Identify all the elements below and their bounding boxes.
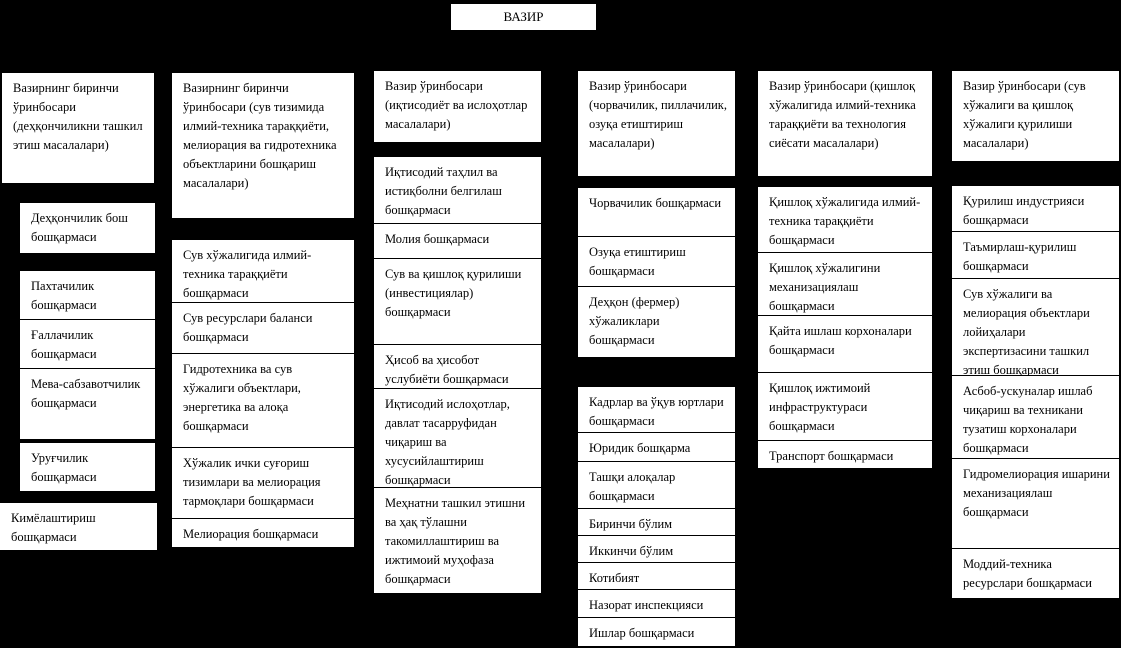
deputy-header-water-systems: Вазирнинг биринчи ўринбосари (сув тизими… [172, 73, 354, 218]
dept-box-water-science: Сув хўжалигида илмий-техника тараққиёти … [172, 240, 354, 302]
dept-box-material-resources: Моддий-техника ресурслари бошқармаси [952, 549, 1119, 598]
dept-box-processing: Қайта ишлаш корхоналари бошқармаси [758, 316, 932, 372]
dept-box-first-division: Биринчи бўлим [578, 509, 735, 535]
dept-box-mechanization: Қишлоқ хўжалигини механизациялаш бошқарм… [758, 253, 932, 315]
dept-box-personnel: Кадрлар ва ўқув юртлари бошқармаси [578, 387, 735, 432]
dept-box-rural-infrastructure: Қишлоқ ижтимоий инфраструктураси бошқарм… [758, 373, 932, 440]
dept-box-construction-industry: Қурилиш индустрияси бошқармаси [952, 186, 1119, 231]
dept-box-livestock: Чорвачилик бошқармаси [578, 188, 735, 236]
dept-box-investments: Сув ва қишлоқ қурилиши (инвестициялар) б… [374, 259, 541, 344]
dept-box-expertise: Сув хўжалиги ва мелиорация объектлари ло… [952, 279, 1119, 377]
dept-box-crop-main: Деҳқончилик бош бошқармаси [20, 203, 155, 253]
dept-box-secretariat: Котибият [578, 563, 735, 589]
dept-box-agri-science: Қишлоқ хўжалигида илмий-техника тараққиё… [758, 187, 932, 252]
dept-box-fruit-vegetable: Мева-сабзавотчилик бошқармаси [20, 369, 155, 439]
dept-box-transport: Транспорт бошқармаси [758, 441, 932, 468]
dept-box-economic-analysis: Иқтисодий таҳлил ва истиқболни белгилаш … [374, 157, 541, 223]
dept-box-labor-social: Меҳнатни ташкил этишни ва ҳақ тўлашни та… [374, 488, 541, 593]
dept-box-finance: Молия бошқармаси [374, 224, 541, 258]
dept-box-accounting: Ҳисоб ва ҳисобот услубиёти бошқармаси [374, 345, 541, 388]
dept-box-privatization: Иқтисодий ислоҳотлар, давлат тасарруфида… [374, 389, 541, 487]
dept-box-farmer: Деҳқон (фермер) хўжаликлари бошқармаси [578, 287, 735, 357]
dept-box-hydromelioration-mech: Гидромелиорация ишарини механизациялаш б… [952, 459, 1119, 548]
dept-box-second-division: Иккинчи бўлим [578, 536, 735, 562]
deputy-header-economy: Вазир ўринбосари (иқтисодиёт ва ислоҳотл… [374, 71, 541, 142]
dept-box-affairs: Ишлар бошқармаси [578, 618, 735, 646]
dept-box-melioration: Мелиорация бошқармаси [172, 519, 354, 547]
deputy-header-crop-farming: Вазирнинг биринчи ўринбосари (деҳқончили… [2, 73, 154, 183]
dept-box-irrigation-networks: Хўжалик ички суғориш тизимлари ва мелиор… [172, 448, 354, 518]
dept-box-repair-construction: Таъмирлаш-қурилиш бошқармаси [952, 232, 1119, 278]
minister-box: ВАЗИР [450, 3, 597, 31]
dept-box-water-balance: Сув ресурслари баланси бошқармаси [172, 303, 354, 353]
dept-box-control-inspection: Назорат инспекцияси [578, 590, 735, 617]
dept-box-fodder: Озуқа етиштириш бошқармаси [578, 237, 735, 286]
dept-box-grain: Ғаллачилик бошқармаси [20, 320, 155, 368]
deputy-header-livestock: Вазир ўринбосари (чорвачилик, пиллачилик… [578, 71, 735, 176]
deputy-header-agri-science: Вазир ўринбосари (қишлоқ хўжалигида илми… [758, 71, 932, 176]
dept-box-chemicalization: Кимёлаштириш бошқармаси [0, 503, 157, 550]
deputy-header-construction: Вазир ўринбосари (сув хўжалиги ва қишлоқ… [952, 71, 1119, 161]
dept-box-cotton: Пахтачилик бошқармаси [20, 271, 155, 319]
dept-box-seed: Уруғчилик бошқармаси [20, 443, 155, 491]
dept-box-hydrotechnics: Гидротехника ва сув хўжалиги объектлари,… [172, 354, 354, 447]
dept-box-legal: Юридик бошқарма [578, 433, 735, 461]
dept-box-foreign-relations: Ташқи алоқалар бошқармаси [578, 462, 735, 508]
dept-box-equipment: Асбоб-ускуналар ишлаб чиқариш ва техника… [952, 376, 1119, 458]
